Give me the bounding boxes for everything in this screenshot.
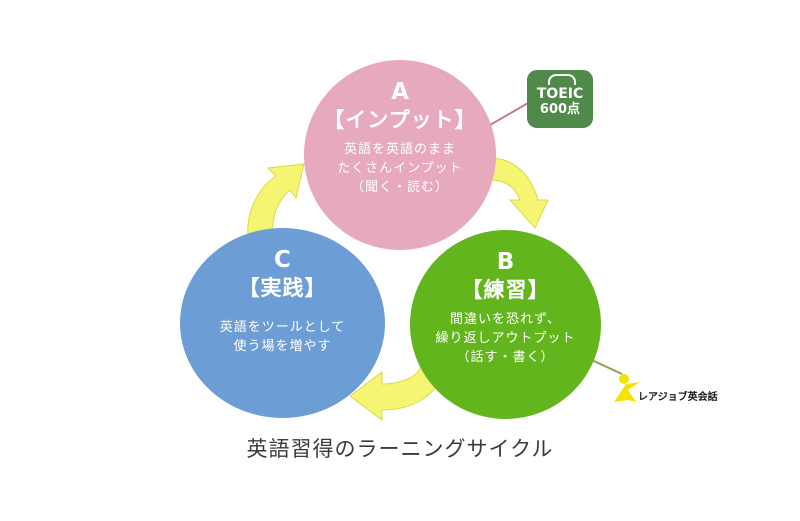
node-b-letter: B: [496, 249, 515, 275]
node-c-title: 【実践】: [238, 276, 327, 300]
node-a-desc-line: 英語を英語のまま: [343, 142, 456, 157]
diagram-caption: 英語習得のラーニングサイクル: [246, 437, 554, 461]
cycle-node-a-input: A 【インプット】 英語を英語のまま たくさんインプット （聞く・読む）: [304, 60, 496, 250]
cycle-node-b-practice: B 【練習】 間違いを恐れず、 繰り返しアウトプット （話す・書く）: [410, 230, 601, 419]
node-b-desc-line: 繰り返しアウトプット: [435, 331, 576, 346]
arrow-c-to-a: [247, 163, 305, 237]
arrow-b-to-c: [349, 363, 443, 421]
stopwatch-icon: [548, 74, 576, 85]
node-a-letter: A: [391, 79, 409, 105]
node-c-description: 英語をツールとして 使う場を増やす: [220, 318, 346, 356]
node-a-desc-line: （聞く・読む）: [350, 180, 449, 195]
node-c-desc-line: 使う場を増やす: [233, 339, 332, 354]
node-c-desc-line: 英語をツールとして: [219, 320, 346, 335]
node-b-desc-line: 間違いを恐れず、: [449, 312, 562, 327]
node-b-title: 【練習】: [461, 278, 550, 302]
badge-line2: 600点: [539, 102, 581, 117]
node-a-desc-line: たくさんインプット: [337, 161, 463, 176]
node-b-description: 間違いを恐れず、 繰り返しアウトプット （話す・書く）: [435, 310, 575, 367]
badge-line1: TOEIC: [536, 86, 584, 102]
node-a-title: 【インプット】: [323, 108, 477, 132]
rarejob-logo-mark: [614, 374, 640, 402]
rarejob-logo-text: レアジョブ英会話: [638, 392, 718, 403]
node-c-letter: C: [274, 247, 291, 273]
arrow-a-to-b: [489, 157, 549, 229]
node-a-description: 英語を英語のまま たくさんインプット （聞く・読む）: [337, 140, 463, 197]
toeic-badge: TOEIC 600点: [527, 70, 593, 128]
cycle-node-c-application: C 【実践】 英語をツールとして 使う場を増やす: [180, 228, 385, 418]
node-b-desc-line: （話す・書く）: [456, 350, 555, 365]
